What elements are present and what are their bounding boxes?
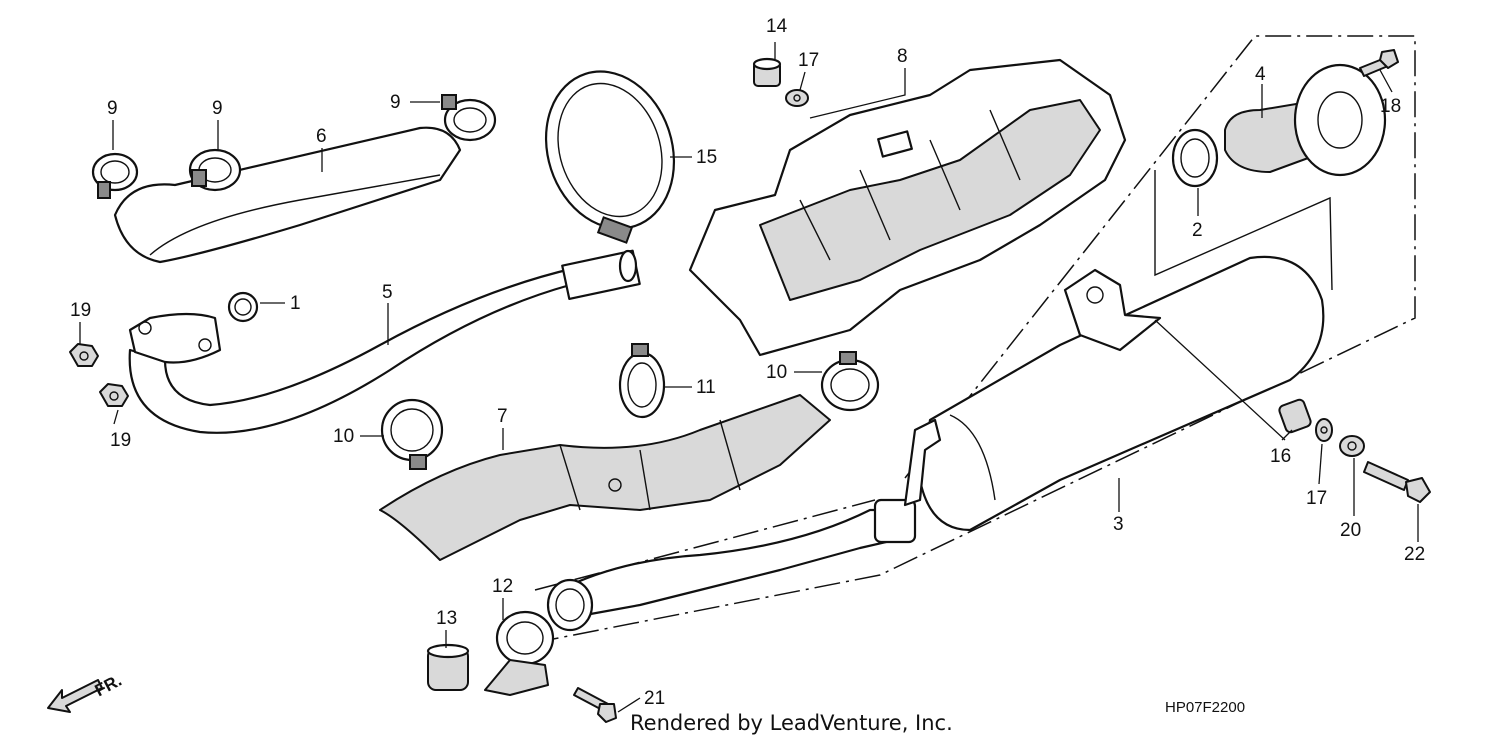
part-8-heat-protector[interactable] (688, 58, 1127, 357)
callout-6: 6 (316, 126, 327, 147)
callout-14: 14 (766, 16, 788, 37)
callout-18: 18 (1380, 96, 1401, 117)
part-19-nut-lower[interactable] (99, 383, 129, 407)
callout-17-upper: 17 (798, 50, 819, 71)
callout-22: 22 (1404, 544, 1425, 565)
callout-5: 5 (382, 282, 393, 303)
callout-19-upper: 19 (70, 300, 91, 321)
part-13-collar[interactable] (426, 643, 470, 691)
part-9-clamp-right[interactable] (441, 94, 497, 142)
part-3-muffler[interactable] (546, 255, 1325, 632)
part-17-washer-lower[interactable] (1315, 418, 1333, 442)
callout-10-right: 10 (766, 362, 787, 383)
part-2-gasket[interactable] (1171, 128, 1219, 188)
leader-lines (79, 42, 1419, 713)
part-17-washer-upper[interactable] (785, 89, 809, 107)
diagram-code: HP07F2200 (1165, 699, 1245, 716)
callout-21: 21 (644, 688, 665, 709)
part-1-gasket[interactable] (227, 291, 259, 323)
part-6-pipe-cover[interactable] (113, 126, 462, 264)
part-19-nut-upper[interactable] (69, 343, 99, 367)
callout-17-lower: 17 (1306, 488, 1327, 509)
callout-9-left: 9 (107, 98, 118, 119)
part-14-collar[interactable] (752, 57, 782, 87)
part-20-washer[interactable] (1339, 435, 1365, 457)
callout-4: 4 (1255, 64, 1266, 85)
callout-11: 11 (696, 377, 716, 398)
part-9-clamp-middle[interactable] (188, 148, 242, 192)
callout-9-right: 9 (390, 92, 401, 113)
part-12-clamp[interactable] (484, 610, 555, 696)
assembly-boundary (534, 35, 1416, 641)
callout-9-middle: 9 (212, 98, 223, 119)
part-10-clamp-right[interactable] (820, 351, 880, 412)
callout-16: 16 (1270, 446, 1291, 467)
callout-8: 8 (897, 46, 908, 67)
callout-15: 15 (696, 147, 717, 168)
callout-3: 3 (1113, 514, 1124, 535)
callout-19-lower: 19 (110, 430, 131, 451)
part-9-clamp-left[interactable] (91, 152, 139, 199)
direction-label: FR. (92, 671, 125, 701)
callout-2: 2 (1192, 220, 1203, 241)
part-10-clamp-left[interactable] (380, 398, 444, 470)
part-15-band[interactable] (526, 55, 693, 245)
part-18-bolt[interactable] (1359, 49, 1399, 77)
callout-12: 12 (492, 576, 513, 597)
part-7-lower-cover[interactable] (379, 394, 831, 561)
callout-10-left: 10 (333, 426, 354, 447)
part-16-collar[interactable] (1278, 398, 1312, 434)
part-11-clamp[interactable] (618, 343, 666, 419)
part-5-exhaust-pipe[interactable] (128, 249, 641, 434)
callout-20: 20 (1340, 520, 1361, 541)
part-21-bolt[interactable] (573, 687, 617, 723)
part-22-bolt[interactable] (1363, 461, 1431, 503)
callout-1: 1 (290, 293, 301, 314)
front-direction-arrow: FR. (47, 671, 125, 713)
part-4-spark-arrester[interactable] (1224, 63, 1387, 177)
callout-7: 7 (497, 406, 508, 427)
callout-13: 13 (436, 608, 457, 629)
footer-credit: Rendered by LeadVenture, Inc. (630, 711, 953, 735)
